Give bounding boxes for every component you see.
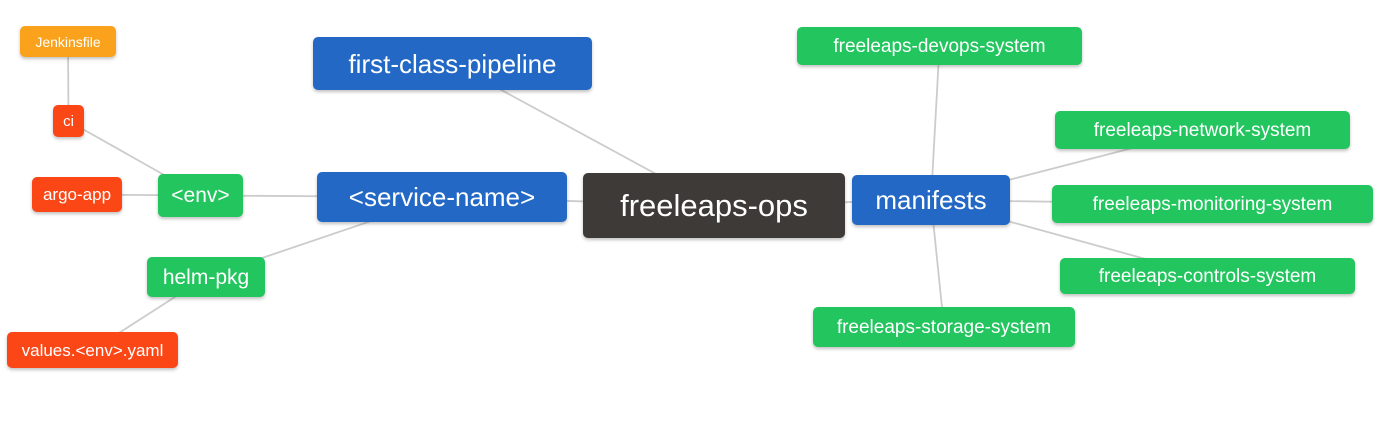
node-argo-app[interactable]: argo-app	[32, 177, 122, 212]
node-values-env-yaml[interactable]: values.<env>.yaml	[7, 332, 178, 368]
node-label-env: <env>	[171, 184, 230, 207]
node-freeleaps-ops[interactable]: freeleaps-ops	[583, 173, 845, 238]
node-label-freeleaps-ops: freeleaps-ops	[620, 188, 808, 223]
node-manifests[interactable]: manifests	[852, 175, 1010, 225]
node-label-first-class-pipeline: first-class-pipeline	[348, 48, 557, 79]
node-ci[interactable]: ci	[53, 105, 84, 137]
node-label-values-env-yaml: values.<env>.yaml	[21, 340, 164, 360]
node-label-jenkinsfile: Jenkinsfile	[35, 33, 101, 50]
node-label-ci: ci	[63, 112, 74, 130]
node-label-monitoring-system: freeleaps-monitoring-system	[1092, 193, 1333, 215]
node-network-system[interactable]: freeleaps-network-system	[1055, 111, 1350, 149]
node-env[interactable]: <env>	[158, 174, 243, 217]
node-label-service-name: <service-name>	[348, 182, 536, 212]
node-label-helm-pkg: helm-pkg	[162, 265, 250, 289]
node-controls-system[interactable]: freeleaps-controls-system	[1060, 258, 1355, 294]
node-jenkinsfile[interactable]: Jenkinsfile	[20, 26, 116, 57]
node-label-network-system: freeleaps-network-system	[1093, 119, 1312, 141]
node-label-controls-system: freeleaps-controls-system	[1098, 265, 1317, 287]
node-helm-pkg[interactable]: helm-pkg	[147, 257, 265, 297]
node-storage-system[interactable]: freeleaps-storage-system	[813, 307, 1075, 347]
node-service-name[interactable]: <service-name>	[317, 172, 567, 222]
node-monitoring-system[interactable]: freeleaps-monitoring-system	[1052, 185, 1373, 223]
node-label-storage-system: freeleaps-storage-system	[836, 316, 1052, 338]
node-first-class-pipeline[interactable]: first-class-pipeline	[313, 37, 592, 90]
node-label-manifests: manifests	[875, 185, 987, 215]
node-devops-system[interactable]: freeleaps-devops-system	[797, 27, 1082, 65]
node-label-devops-system: freeleaps-devops-system	[833, 35, 1046, 57]
node-label-argo-app: argo-app	[42, 185, 112, 204]
